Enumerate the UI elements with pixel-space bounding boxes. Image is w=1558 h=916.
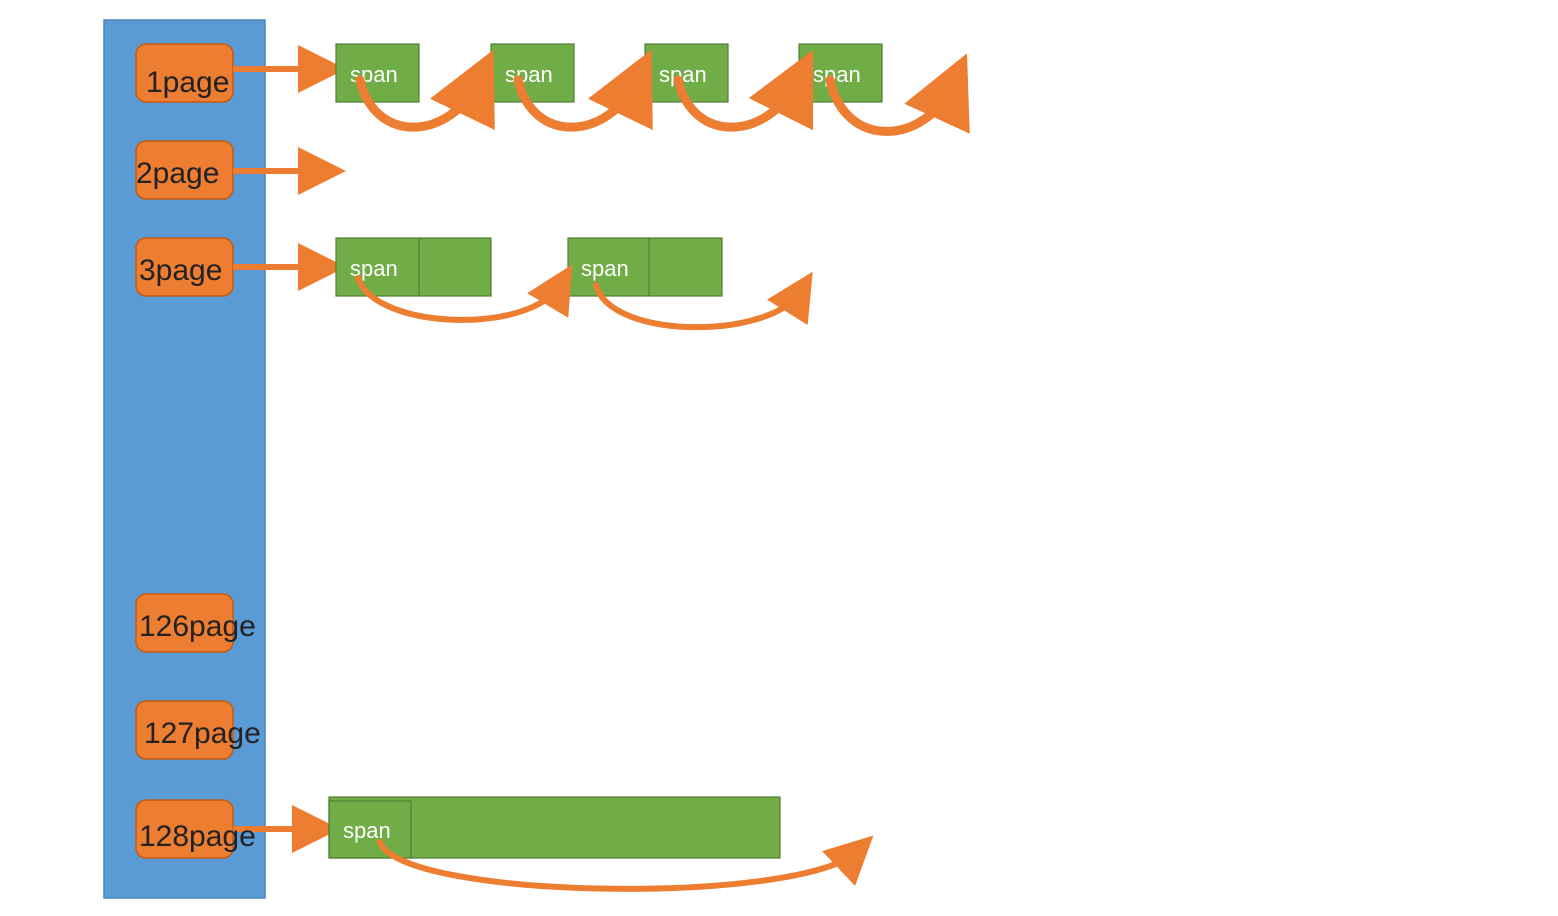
- next-link-arrow: [593, 271, 813, 331]
- next-link-arrow: [513, 49, 653, 132]
- span-first-page: [328, 800, 412, 859]
- span-label: span: [813, 62, 861, 87]
- next-link-arrow: [355, 49, 495, 132]
- page-row-3: 3page span span: [135, 237, 813, 331]
- page-row-2: 2page: [135, 140, 346, 200]
- page-box[interactable]: [135, 593, 234, 653]
- page-label: 127page: [144, 717, 261, 750]
- page-box[interactable]: [135, 43, 234, 103]
- next-link-arrow: [377, 835, 874, 892]
- page-label: 1page: [146, 66, 229, 99]
- next-link-arrow: [825, 53, 970, 136]
- page-row-128: 128page span: [135, 796, 874, 892]
- span-label: span: [505, 62, 553, 87]
- page-label: 128page: [139, 820, 256, 853]
- span-block[interactable]: [328, 796, 781, 859]
- page-label: 3page: [139, 254, 222, 287]
- page-row-127: 127page: [135, 700, 261, 760]
- next-link-arrow: [355, 264, 573, 323]
- page-box[interactable]: [135, 700, 234, 760]
- page-label: 2page: [136, 157, 219, 190]
- next-link-arrow: [673, 49, 814, 132]
- span-label: span: [581, 256, 629, 281]
- page-row-1: 1page span span span span: [135, 43, 970, 136]
- span-block[interactable]: [335, 43, 420, 103]
- page-row-126: 126page: [135, 593, 256, 653]
- span-label: span: [343, 818, 391, 843]
- page-label: 126page: [139, 610, 256, 643]
